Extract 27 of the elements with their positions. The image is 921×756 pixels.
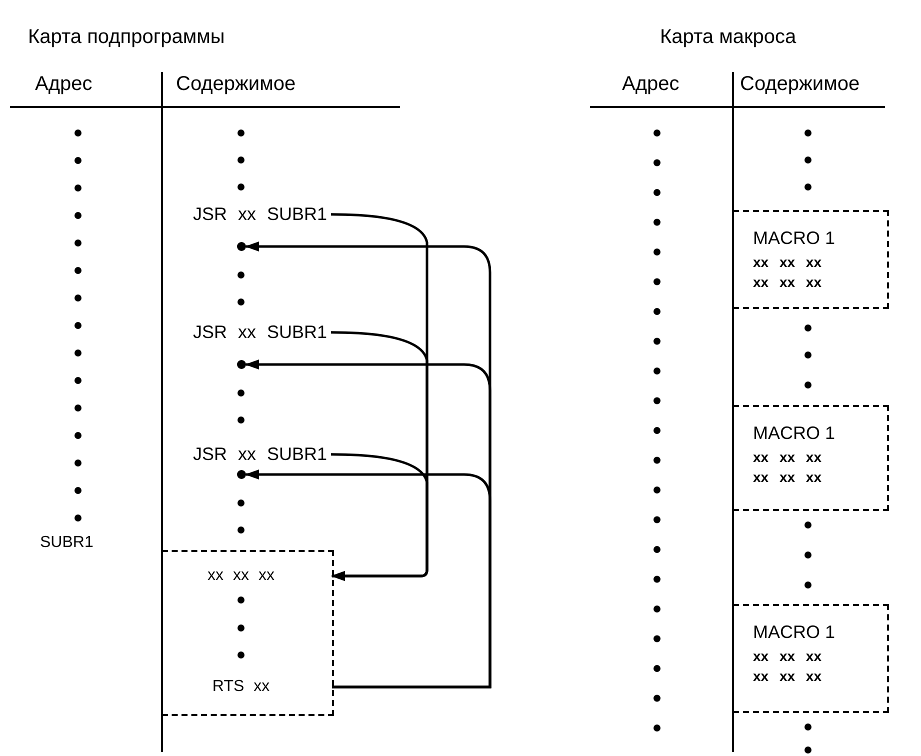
arrow	[331, 453, 428, 581]
return-point-dot	[237, 360, 246, 369]
macro-block	[733, 604, 889, 713]
code-bytes-text: xx xx xx xx xx xx	[753, 253, 822, 292]
column-header: Адрес	[622, 73, 680, 96]
macro-name-text: MACRO 1	[753, 423, 836, 444]
instruction-text: JSR xx SUBR1	[193, 444, 328, 465]
map-title: Карта подпрограммы	[28, 26, 225, 49]
instruction-text: JSR xx SUBR1	[193, 322, 328, 343]
column-header: Содержимое	[740, 73, 860, 96]
map-title: Карта макроса	[660, 26, 796, 49]
arrow	[245, 470, 492, 688]
macro-block	[733, 210, 889, 309]
code-bytes-text: xx xx xx xx xx xx	[753, 448, 822, 487]
instruction-text: JSR xx SUBR1	[193, 204, 328, 225]
address-label: SUBR1	[40, 534, 94, 552]
macro-name-text: MACRO 1	[753, 622, 836, 643]
subroutine-block	[162, 550, 334, 716]
code-bytes-text: xx xx xx xx xx xx	[753, 647, 822, 686]
column-header: Содержимое	[176, 73, 296, 96]
return-point-dot	[237, 242, 246, 251]
column-header: Адрес	[35, 73, 92, 96]
macro-name-text: MACRO 1	[753, 228, 836, 249]
code-bytes-text: xx xx xx	[162, 564, 332, 588]
return-instruction-text: RTS xx	[162, 675, 332, 699]
macro-block	[733, 405, 889, 511]
return-point-dot	[237, 470, 246, 479]
